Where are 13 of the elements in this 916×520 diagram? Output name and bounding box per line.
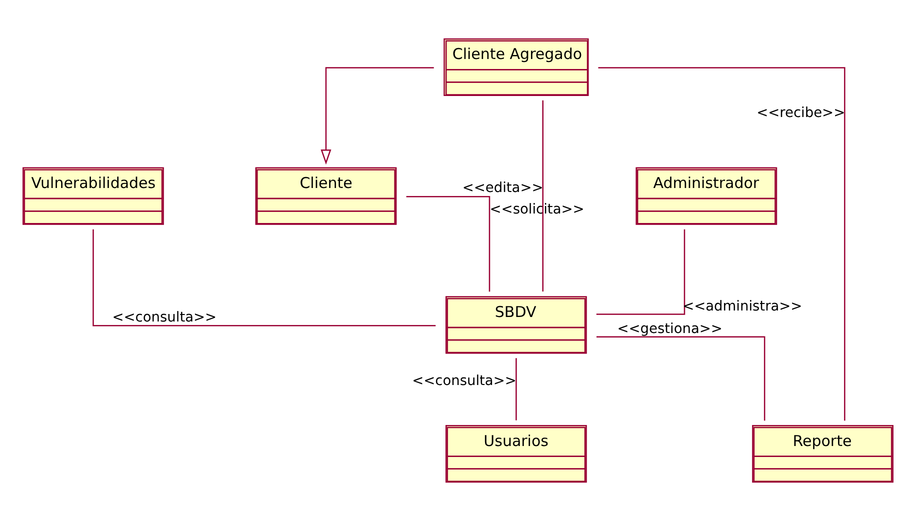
connector bbox=[92, 228, 436, 326]
arrow bbox=[320, 66, 434, 164]
edge-label: <<recibe>> bbox=[756, 104, 846, 120]
edge-label: <<consulta>> bbox=[112, 309, 217, 326]
connector bbox=[596, 228, 686, 314]
connector bbox=[542, 100, 544, 291]
connector bbox=[598, 66, 846, 420]
edge-label: <<gestiona>> bbox=[617, 320, 722, 336]
connector bbox=[596, 336, 766, 420]
edge-label: <<edita>> bbox=[462, 179, 544, 196]
edge-label: <<consulta>> bbox=[412, 372, 516, 389]
connector bbox=[516, 358, 517, 420]
connector bbox=[406, 196, 490, 292]
